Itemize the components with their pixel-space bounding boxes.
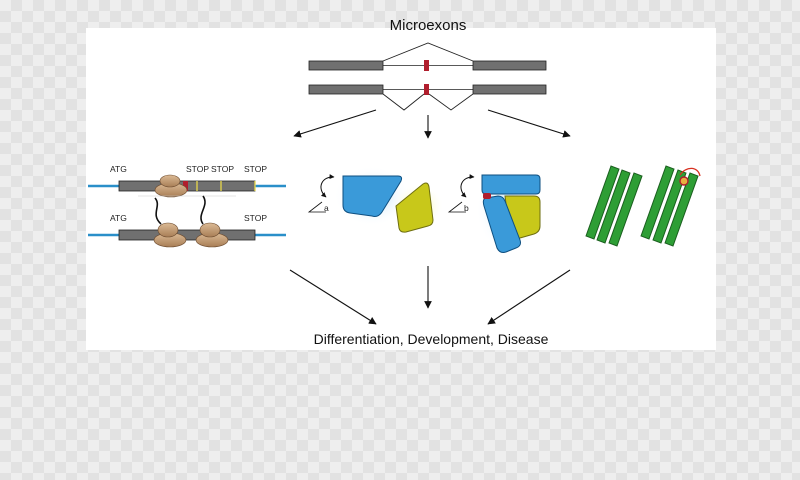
angle-label-a: a [324, 203, 329, 213]
stop-label-1: STOP [186, 164, 209, 174]
outcome-caption: Differentiation, Development, Disease [314, 331, 549, 347]
angle-label-b: b [464, 203, 469, 213]
nascent-peptide-1 [154, 197, 162, 225]
microexon-loop [679, 167, 701, 177]
microexon [424, 84, 429, 95]
domain-pair-a: a [307, 166, 444, 233]
rotation-arrow-a [320, 174, 335, 198]
helix-panel [585, 165, 701, 247]
stop-label-bottom: STOP [244, 213, 267, 223]
inclusion-junction-right [428, 93, 474, 111]
translation-panel: ATG STOP STOP STOP ATG STOP [88, 164, 286, 248]
stop-label-2: STOP [211, 164, 234, 174]
helix-bundle-right [640, 165, 701, 247]
angle-icon-b [447, 201, 466, 213]
yellow-domain [395, 182, 434, 233]
stop-label-3: STOP [244, 164, 267, 174]
diagram-title: Microexons [390, 17, 467, 34]
gene-model-inclusion [308, 84, 547, 111]
rotation-arrow-b [460, 174, 475, 198]
ribosome-top [154, 174, 188, 198]
skip-junction [382, 42, 474, 62]
arrow-translation-to-outcome [289, 269, 377, 325]
atg-label-top: ATG [110, 164, 127, 174]
nascent-peptide-2 [200, 195, 206, 225]
helix-bundle-left [585, 165, 643, 247]
cds-bottom [118, 229, 256, 241]
exon-right [472, 84, 547, 95]
microexon [424, 60, 429, 71]
ribosome-bottom-2 [195, 222, 229, 248]
domain-pair-b: b [447, 168, 544, 253]
blue-domain-top [481, 174, 541, 195]
ribosome-bottom-1 [153, 222, 187, 248]
microexon-residue [679, 176, 689, 186]
microexon-in-cds [183, 181, 188, 191]
blue-domain-bottom [482, 195, 521, 253]
exon-right [472, 60, 547, 71]
microexon-insert [483, 193, 491, 199]
exon-left [308, 60, 384, 71]
blue-domain [342, 175, 403, 217]
arrow-to-helices [487, 109, 571, 138]
gene-model-exclusion [308, 42, 547, 71]
angle-icon-a [307, 201, 326, 213]
inclusion-junction-left [382, 93, 425, 111]
arrow-helices-to-outcome [487, 269, 571, 325]
arrow-to-transcripts [293, 109, 377, 138]
atg-label-bottom: ATG [110, 213, 127, 223]
exon-left [308, 84, 384, 95]
